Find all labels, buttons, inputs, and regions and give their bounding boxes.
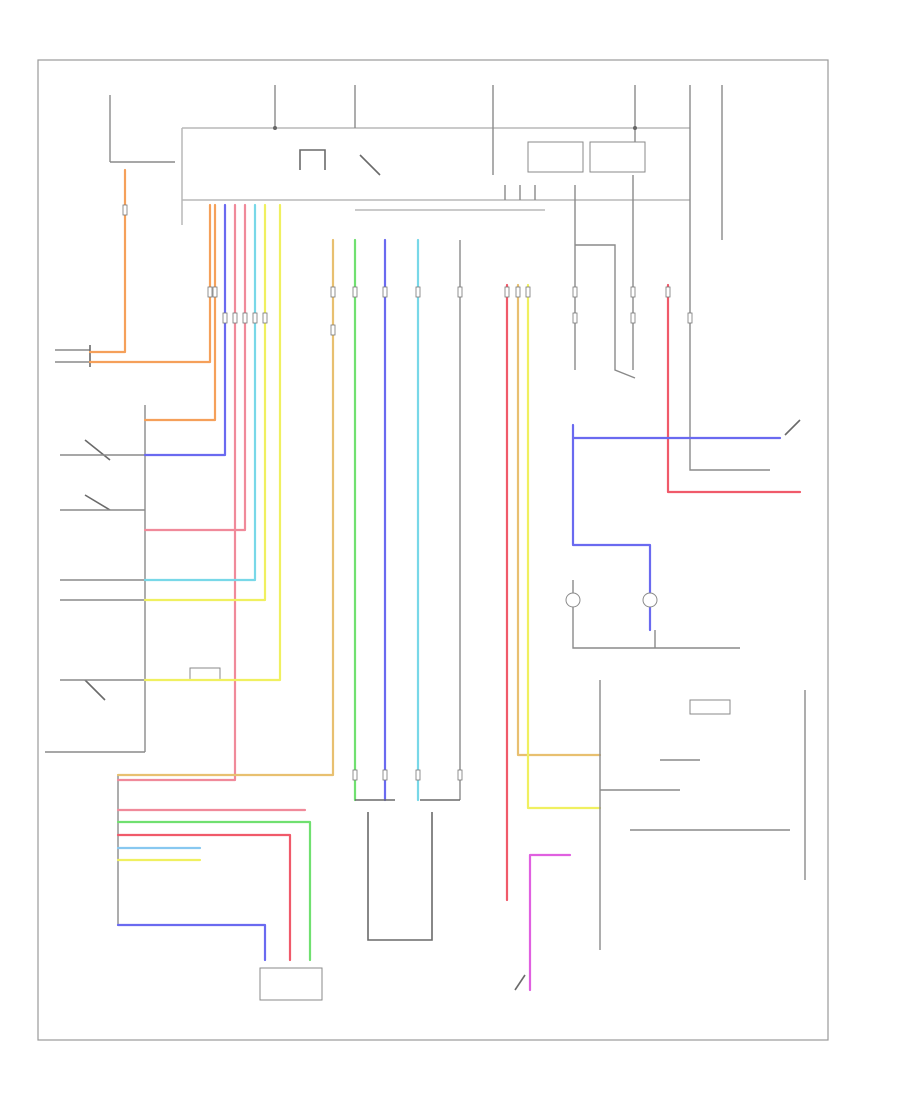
connector-break	[515, 286, 521, 298]
splice-dot	[633, 126, 637, 130]
connector-break	[630, 286, 636, 298]
wire-orange	[88, 203, 212, 364]
splice-dot	[273, 126, 277, 130]
wire-orange	[143, 203, 217, 422]
control-switch	[689, 699, 731, 715]
control-panel-leads	[600, 789, 790, 831]
wire-red	[666, 283, 802, 494]
module-box-1	[527, 141, 584, 173]
wire-blue	[571, 423, 652, 632]
door-switch	[784, 419, 801, 436]
connector-break	[262, 312, 268, 324]
wire-blue	[143, 203, 227, 457]
wire-cyan	[143, 203, 257, 582]
connector-break	[415, 286, 421, 298]
connector-break	[352, 769, 358, 781]
connector-break	[665, 286, 671, 298]
connector-break	[212, 286, 218, 298]
connector-break	[232, 312, 238, 324]
connector-break	[330, 324, 336, 336]
sensor-box	[259, 967, 323, 1001]
resistor	[189, 667, 221, 681]
wire-yellow	[526, 283, 602, 810]
wire-red	[116, 833, 292, 962]
wire-tan	[516, 283, 602, 757]
ground-loop	[367, 812, 433, 941]
wire-gray	[572, 580, 740, 649]
wire-tan	[116, 238, 335, 777]
lamp-right	[642, 592, 658, 608]
connector-break	[222, 312, 228, 324]
switch-leads	[60, 454, 145, 681]
wire-gray	[689, 240, 770, 471]
connector-break	[504, 286, 510, 298]
wire-magenta	[528, 853, 572, 992]
connector-break	[382, 286, 388, 298]
connector-break	[457, 769, 463, 781]
connector-break	[330, 286, 336, 298]
connector-break	[122, 204, 128, 216]
relay-coil	[299, 149, 326, 170]
diagram-border	[37, 59, 829, 1041]
connector-break	[415, 769, 421, 781]
wire-blue	[116, 923, 267, 962]
connector-break	[687, 312, 693, 324]
lamps	[565, 592, 658, 608]
wire-yellow	[143, 203, 282, 682]
connector-break	[352, 286, 358, 298]
wire-gray	[575, 244, 636, 379]
connector-breaks	[122, 204, 693, 781]
ground-pair	[55, 349, 90, 363]
wire-pink	[143, 203, 247, 532]
wire-yellow	[143, 203, 267, 602]
connector-break	[572, 286, 578, 298]
wire-green	[116, 820, 312, 962]
wire-pink	[116, 203, 237, 782]
wire-harness-right	[505, 175, 806, 992]
lower-left-module	[117, 775, 323, 1001]
connector-break	[630, 312, 636, 324]
wire-harness-center	[353, 238, 461, 941]
connector-break	[252, 312, 258, 324]
connector-break	[525, 286, 531, 298]
relay-switch	[359, 154, 381, 176]
connector-break	[572, 312, 578, 324]
top-bus-area	[109, 85, 723, 240]
wire-orange	[88, 168, 127, 354]
connector-break	[207, 286, 213, 298]
ground-taps	[504, 185, 536, 200]
ground-switch	[514, 974, 526, 991]
module-box-2	[589, 141, 646, 173]
lamp-left	[565, 592, 581, 608]
switch-contacts	[84, 439, 111, 701]
connector-break	[457, 286, 463, 298]
connector-break	[382, 769, 388, 781]
combination-switch	[45, 345, 221, 753]
connector-break	[242, 312, 248, 324]
